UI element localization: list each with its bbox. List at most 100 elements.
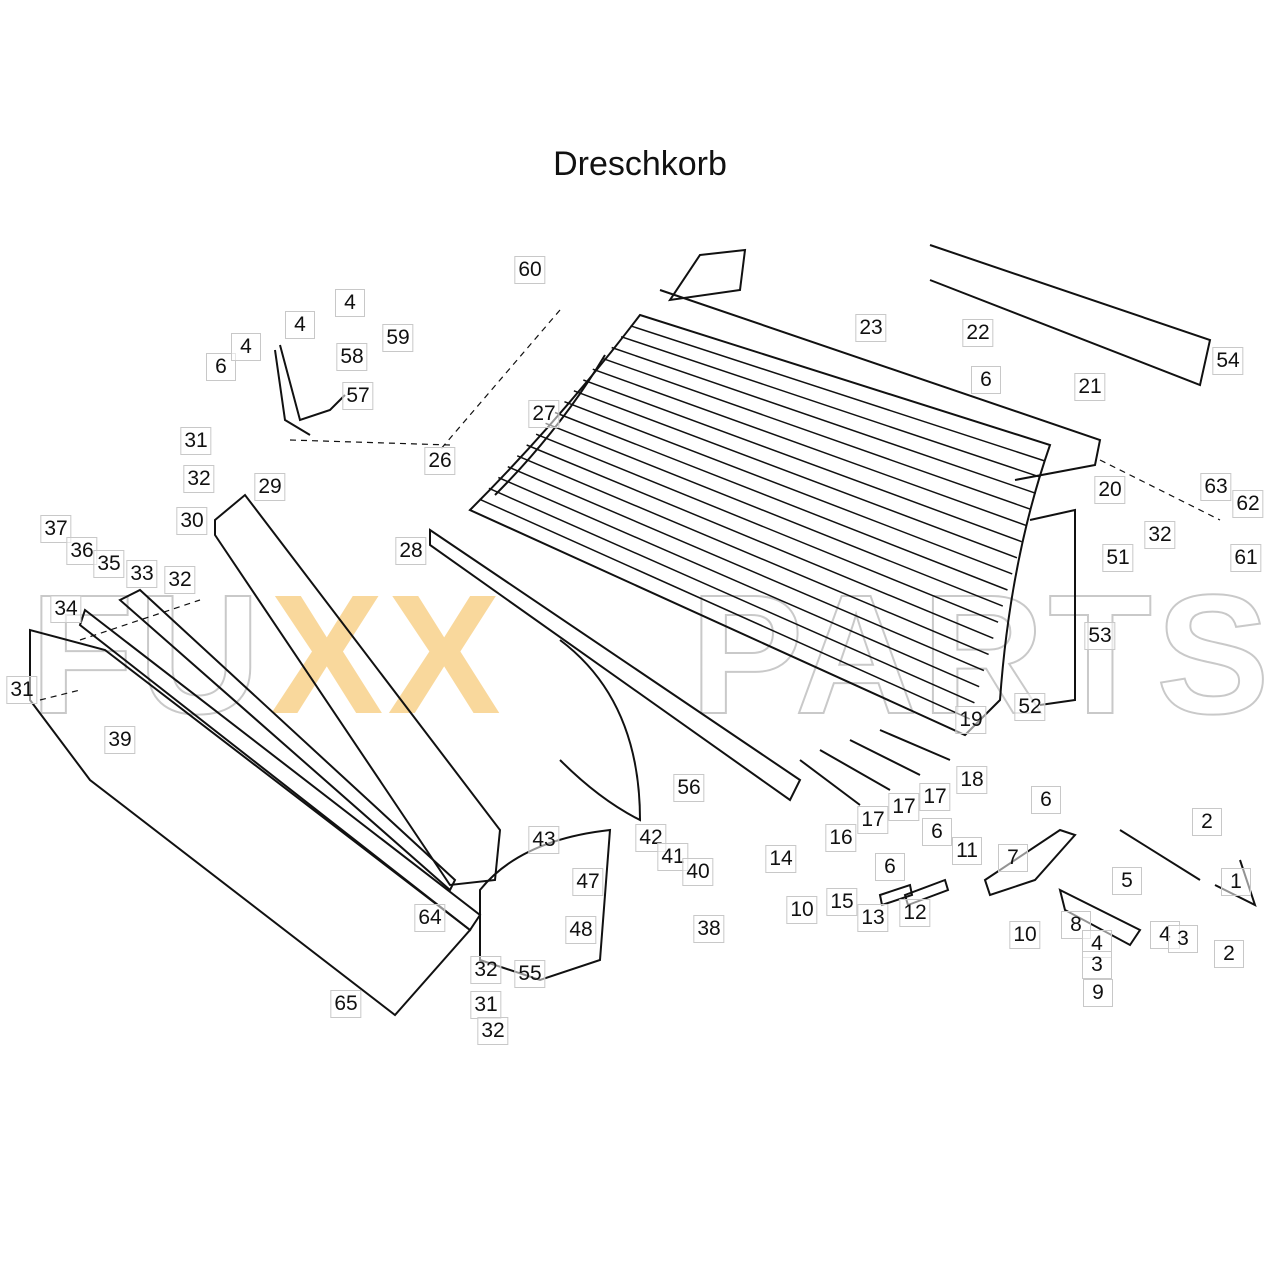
part-callout-32: 32 <box>183 465 215 493</box>
part-callout-17: 17 <box>857 806 889 834</box>
part-callout-8: 8 <box>1061 911 1091 939</box>
grate-bar <box>564 400 1013 575</box>
plate-29-30 <box>214 493 502 887</box>
part-callout-55: 55 <box>514 960 546 988</box>
grate-bar <box>611 346 1037 495</box>
grate-bar <box>488 487 975 704</box>
grate-bar <box>620 335 1041 478</box>
part-callout-14: 14 <box>765 845 797 873</box>
watermark-logo-xx: XX <box>270 560 505 750</box>
part-callout-6: 6 <box>1031 786 1061 814</box>
part-callout-57: 57 <box>342 382 374 410</box>
part-callout-11: 11 <box>952 837 982 865</box>
grate-bar <box>601 357 1032 511</box>
part-callout-56: 56 <box>673 774 705 802</box>
part-callout-4: 4 <box>285 311 315 339</box>
part-callout-3: 3 <box>1082 951 1112 979</box>
part-callout-38: 38 <box>693 915 725 943</box>
part-callout-54: 54 <box>1212 347 1244 375</box>
part-callout-4: 4 <box>231 333 261 361</box>
part-callout-10: 10 <box>1009 921 1041 949</box>
plate-52 <box>1029 508 1076 706</box>
part-callout-4: 4 <box>335 289 365 317</box>
strips-16-18 <box>799 729 951 806</box>
part-callout-48: 48 <box>565 916 597 944</box>
part-callout-51: 51 <box>1102 544 1134 572</box>
part-callout-5: 5 <box>1112 867 1142 895</box>
grate-bar <box>554 411 1008 591</box>
part-callout-16: 16 <box>825 824 857 852</box>
grate-bar <box>573 390 1018 559</box>
part-callout-6: 6 <box>971 366 1001 394</box>
part-callout-17: 17 <box>919 783 951 811</box>
rail-54 <box>929 244 1212 387</box>
part-callout-35: 35 <box>93 550 125 578</box>
part-callout-62: 62 <box>1232 490 1264 518</box>
part-callout-40: 40 <box>682 858 714 886</box>
part-callout-39: 39 <box>104 726 136 754</box>
part-callout-13: 13 <box>857 904 889 932</box>
part-callout-3: 3 <box>1168 925 1198 953</box>
part-callout-27: 27 <box>528 400 560 428</box>
part-callout-32: 32 <box>477 1017 509 1045</box>
part-callout-63: 63 <box>1200 473 1232 501</box>
part-callout-9: 9 <box>1083 979 1113 1007</box>
lever-7 <box>983 828 1077 897</box>
grate-bar <box>498 476 980 688</box>
grate-bar <box>526 444 994 640</box>
part-callout-36: 36 <box>66 537 98 565</box>
part-callout-32: 32 <box>1144 521 1176 549</box>
part-callout-61: 61 <box>1230 544 1262 572</box>
plate-39-65 <box>29 628 472 1017</box>
part-callout-22: 22 <box>962 319 994 347</box>
part-callout-26: 26 <box>424 447 456 475</box>
grate-bar <box>479 498 971 720</box>
part-callout-31: 31 <box>470 991 502 1019</box>
grate-bar <box>583 379 1022 543</box>
grate-bar <box>630 325 1046 462</box>
strip-28 <box>429 528 802 802</box>
part-callout-64: 64 <box>414 904 446 932</box>
part-callout-33: 33 <box>126 560 158 588</box>
part-callout-53: 53 <box>1084 622 1116 650</box>
plate-34-64 <box>78 608 482 932</box>
part-callout-23: 23 <box>855 314 887 342</box>
plate-56 <box>559 639 642 822</box>
grate-bar <box>535 433 999 623</box>
diagram-title: Dreschkorb <box>553 145 727 183</box>
grate-bar <box>545 422 1004 607</box>
part-callout-31: 31 <box>180 427 212 455</box>
part-callout-20: 20 <box>1094 476 1126 504</box>
part-callout-1: 1 <box>1221 868 1251 896</box>
part-callout-6: 6 <box>206 353 236 381</box>
part-callout-28: 28 <box>395 537 427 565</box>
part-callout-32: 32 <box>164 566 196 594</box>
part-callout-12: 12 <box>899 899 931 927</box>
top-rail <box>659 248 1102 481</box>
part-callout-31: 31 <box>6 676 38 704</box>
part-callout-17: 17 <box>888 793 920 821</box>
part-callout-21: 21 <box>1074 373 1106 401</box>
part-callout-6: 6 <box>875 853 905 881</box>
part-callout-47: 47 <box>572 868 604 896</box>
grate-bar <box>516 455 989 656</box>
part-callout-30: 30 <box>176 507 208 535</box>
part-callout-10: 10 <box>786 896 818 924</box>
part-callout-7: 7 <box>998 844 1028 872</box>
grate-bar <box>592 368 1027 527</box>
plate-33 <box>118 588 457 892</box>
part-callout-52: 52 <box>1014 693 1046 721</box>
part-callout-2: 2 <box>1214 940 1244 968</box>
part-callout-29: 29 <box>254 473 286 501</box>
part-callout-59: 59 <box>382 324 414 352</box>
bracket-8 <box>1058 888 1142 947</box>
part-callout-18: 18 <box>956 766 988 794</box>
bracket-57 <box>274 344 346 436</box>
part-callout-60: 60 <box>514 256 546 284</box>
part-callout-2: 2 <box>1192 808 1222 836</box>
part-callout-19: 19 <box>955 706 987 734</box>
part-callout-32: 32 <box>470 956 502 984</box>
part-callout-58: 58 <box>336 343 368 371</box>
part-callout-6: 6 <box>922 818 952 846</box>
part-callout-15: 15 <box>826 888 858 916</box>
